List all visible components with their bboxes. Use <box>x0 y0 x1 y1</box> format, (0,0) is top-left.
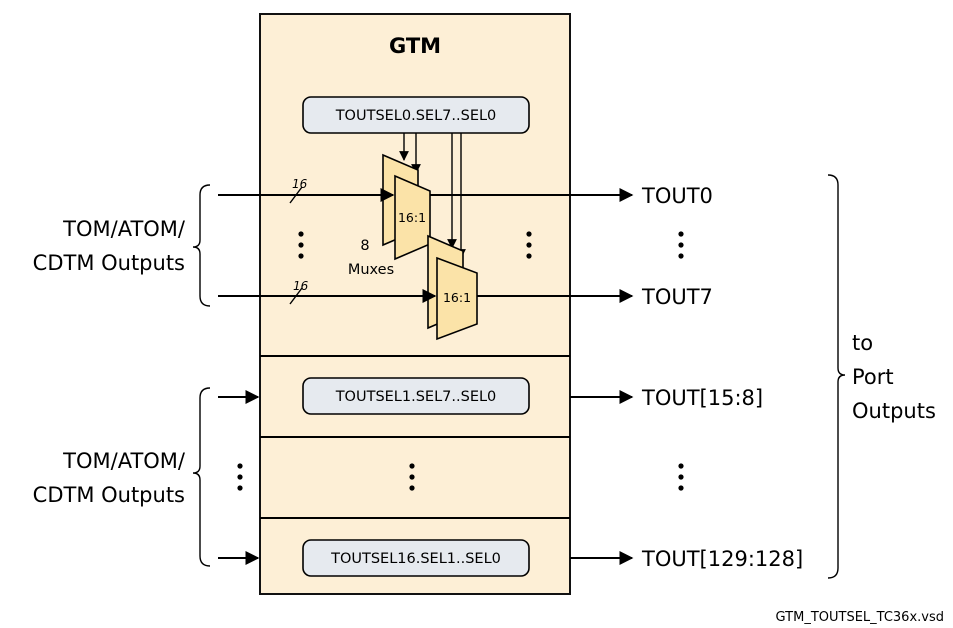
ellipsis-gtm-bottom <box>409 463 415 491</box>
ellipsis-outputs-bottom <box>678 463 684 491</box>
port-label-line2: Port <box>852 365 894 389</box>
input-label-bottom-line1: TOM/ATOM/ <box>62 449 186 473</box>
input-label-top-line1: TOM/ATOM/ <box>62 217 186 241</box>
bus-slash-top <box>289 186 303 204</box>
ellipsis-outputs-top <box>678 231 684 259</box>
tout15-8-label: TOUT[15:8] <box>641 386 763 410</box>
port-label-line3: Outputs <box>852 399 936 423</box>
left-brace-bottom <box>192 387 211 567</box>
toutsel16-register <box>302 539 530 577</box>
gtm-title: GTM <box>389 34 441 58</box>
toutsel1-label: TOUTSEL1.SEL7..SEL0 <box>335 389 497 405</box>
bus-width-top: 16 <box>292 177 308 191</box>
tout7-label: TOUT7 <box>641 285 713 309</box>
right-brace <box>827 174 846 579</box>
toutsel0-label: TOUTSEL0.SEL7..SEL0 <box>335 108 497 124</box>
input-label-top-line2: CDTM Outputs <box>33 251 185 275</box>
mux-top-ratio: 16:1 <box>398 210 426 225</box>
bus-width-bottom: 16 <box>293 279 309 293</box>
input-label-bottom-line2: CDTM Outputs <box>33 483 185 507</box>
ellipsis-inputs-bottom <box>237 463 243 491</box>
tout129-128-label: TOUT[129:128] <box>641 547 803 571</box>
tout0-label: TOUT0 <box>641 184 713 208</box>
mux-count: 8 <box>360 238 369 254</box>
toutsel16-label: TOUTSEL16.SEL1..SEL0 <box>330 551 501 567</box>
mux-bottom-ratio: 16:1 <box>443 290 471 305</box>
left-brace-top <box>192 184 211 307</box>
port-label-line1: to <box>852 331 873 355</box>
ellipsis-left-top <box>298 231 304 259</box>
ellipsis-right-top <box>526 231 532 259</box>
toutsel1-register <box>302 377 530 415</box>
mux-bottom-front <box>436 256 478 341</box>
bus-slash-bottom <box>289 287 303 305</box>
mux-count-label: Muxes <box>348 262 394 278</box>
footer-filename: GTM_TOUTSEL_TC36x.vsd <box>776 610 944 625</box>
